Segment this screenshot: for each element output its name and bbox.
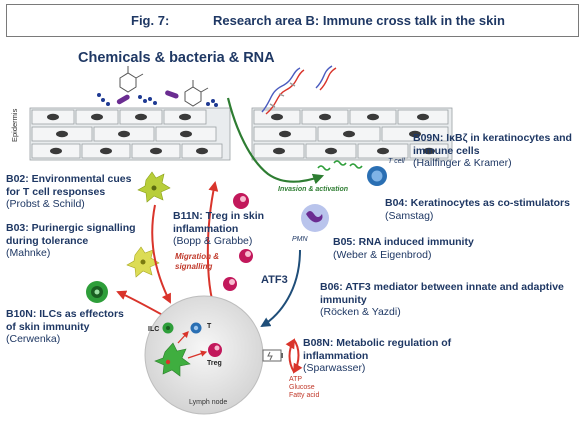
- project-b04-title: B04: Keratinocytes as co-stimulators: [385, 197, 570, 209]
- project-b03-title: B03: Purinergic signalling during tolera…: [6, 222, 136, 247]
- project-b11n-title: B11N: Treg in skin inflammation: [173, 210, 265, 235]
- project-b06-authors: (Röcken & Yazdi): [320, 306, 401, 318]
- project-b05-title: B05: RNA induced immunity: [333, 236, 474, 248]
- rna-helix-icon: [261, 65, 337, 115]
- pmn-label: PMN: [292, 236, 308, 243]
- project-b04: B04: Keratinocytes as co-stimulators (Sa…: [385, 197, 575, 222]
- project-b09n-title: B09N: IκBζ in keratinocytes and immune c…: [413, 132, 572, 157]
- project-b10n-authors: (Cerwenka): [6, 333, 61, 345]
- project-b04-authors: (Samstag): [385, 209, 434, 222]
- project-b08n-title: B08N: Metabolic regulation of inflammati…: [303, 337, 452, 362]
- project-b02-title: B02: Environmental cues for T cell respo…: [6, 173, 132, 198]
- battery-icon: [262, 349, 283, 362]
- metabolite-fatty-acid: Fatty acid: [289, 392, 320, 399]
- atf3-label: ATF3: [261, 274, 288, 286]
- project-b05: B05: RNA induced immunity (Weber & Eigen…: [333, 236, 533, 261]
- project-b03: B03: Purinergic signalling during tolera…: [6, 222, 144, 260]
- figure-title: Research area B: Immune cross talk in th…: [213, 13, 505, 28]
- migration-label: Migration & signalling: [175, 252, 219, 271]
- epidermis-right: [251, 107, 453, 161]
- pmn-cell-icon: [301, 204, 329, 232]
- project-b02-authors: (Probst & Schild): [6, 198, 85, 210]
- red-arrow-left-down: [151, 204, 171, 304]
- treg-cell-icon: [239, 249, 253, 263]
- invasion-arrow: [226, 97, 325, 185]
- dendritic-cell-icon: [126, 246, 160, 278]
- project-b08n: B08N: Metabolic regulation of inflammati…: [303, 337, 493, 375]
- treg-cell-icon: [233, 193, 249, 209]
- project-b09n: B09N: IκBζ in keratinocytes and immune c…: [413, 132, 581, 170]
- project-b06-title: B06: ATF3 mediator between innate and ad…: [320, 281, 564, 306]
- project-b06: B06: ATF3 mediator between innate and ad…: [320, 281, 582, 319]
- ilc-cell-icon: [86, 281, 108, 303]
- epidermis-label: Epidermis: [10, 108, 19, 142]
- treg-cell-icon: [223, 277, 237, 291]
- figure-title-bar: Fig. 7: Research area B: Immune cross ta…: [6, 4, 579, 37]
- diagram-subtitle: Chemicals & bacteria & RNA: [78, 50, 275, 66]
- project-b11n-authors: (Bopp & Grabbe): [173, 235, 253, 247]
- lymph-node: [144, 295, 264, 415]
- t-cell-trail-icon: [317, 160, 363, 171]
- epidermis-left: [29, 107, 231, 161]
- project-b02: B02: Environmental cues for T cell respo…: [6, 173, 148, 211]
- dendritic-cell-icon: [137, 171, 171, 203]
- lymph-node-label: Lymph node: [189, 399, 228, 406]
- atf3-arrow: [260, 249, 301, 328]
- project-b08n-authors: (Sparwasser): [303, 362, 366, 374]
- bacteria-icon: [97, 90, 218, 107]
- project-b05-authors: (Weber & Eigenbrod): [333, 248, 432, 261]
- metabolic-arrow-back: [285, 338, 296, 373]
- treg-label: Treg: [207, 360, 222, 367]
- t-cell-icon: [367, 166, 387, 186]
- metabolite-glucose: Glucose: [289, 384, 315, 391]
- project-b03-authors: (Mahnke): [6, 247, 51, 259]
- project-b10n: B10N: ILCs as effectors of skin immunity…: [6, 308, 134, 346]
- metabolic-arrow: [292, 339, 303, 374]
- project-b10n-title: B10N: ILCs as effectors of skin immunity: [6, 308, 124, 333]
- chemical-structure-icon: [119, 66, 209, 107]
- invasion-label: Invasion & activation: [278, 186, 349, 193]
- metabolite-atp: ATP: [289, 376, 303, 383]
- t-label: T: [207, 323, 212, 330]
- ilc-label: ILC: [148, 326, 160, 333]
- project-b11n: B11N: Treg in skin inflammation (Bopp & …: [173, 210, 271, 248]
- t-cell-label: T cell: [388, 158, 405, 165]
- metabolites-list: ATP Glucose Fatty acid: [289, 376, 319, 400]
- project-b09n-authors: (Hailfinger & Kramer): [413, 157, 512, 169]
- figure-label: Fig. 7:: [131, 13, 170, 28]
